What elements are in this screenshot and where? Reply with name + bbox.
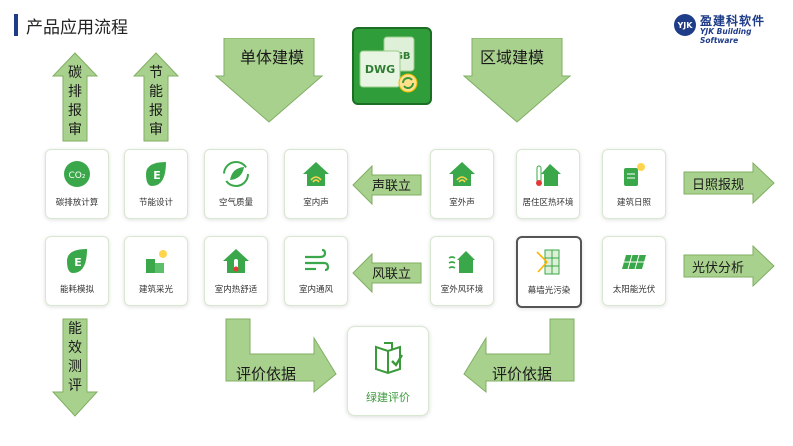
wind-link-label: 风联立	[372, 267, 412, 282]
energy-eval-label: 能效测评	[68, 321, 82, 394]
card-indoor-ventilation[interactable]: 室内通风	[284, 236, 348, 306]
card-outdoor-wind[interactable]: 室外风环境	[430, 236, 494, 306]
curtain-wall-icon	[536, 249, 560, 275]
energy-e-icon: E	[67, 249, 87, 273]
solar-panel-icon	[622, 254, 646, 270]
card-carbon-calc[interactable]: CO₂ 碳排放计算	[45, 149, 109, 219]
logo-name-en: YJK Building Software	[700, 27, 752, 45]
card-label: 室内通风	[298, 285, 333, 295]
wind-house-icon	[448, 251, 475, 273]
brand-logo: YJK 盈建科软件 YJK Building Software	[674, 12, 784, 45]
sound-link-arrow	[352, 165, 422, 205]
card-label: 室外风环境	[440, 285, 484, 295]
card-label: 碳排放计算	[55, 198, 99, 208]
sound-link-label: 声联立	[372, 179, 412, 194]
card-energy-simulation[interactable]: E 能耗模拟	[45, 236, 109, 306]
building-sun-icon	[146, 250, 167, 273]
single-model-label: 单体建模	[240, 48, 305, 67]
card-indoor-comfort[interactable]: 室内热舒适	[204, 236, 268, 306]
svg-text:E: E	[153, 169, 161, 182]
sunlight-spec-label: 日照报规	[692, 178, 745, 193]
region-model-label: 区域建模	[480, 48, 545, 67]
energy-report-label: 节能报审	[149, 65, 163, 138]
energy-eval-arrow	[52, 318, 98, 418]
logo-badge: YJK	[674, 14, 696, 36]
card-label: 太阳能光伏	[612, 285, 656, 295]
card-outdoor-sound[interactable]: 室外声	[430, 149, 494, 219]
co2-icon: CO₂	[64, 161, 90, 187]
card-air-quality[interactable]: 空气质量	[204, 149, 268, 219]
wind-icon	[305, 248, 330, 272]
card-label: 居住区热环境	[522, 198, 574, 208]
card-label: 建筑日照	[616, 198, 651, 208]
region-model-arrow	[462, 38, 572, 124]
eval-basis-left-label: 评价依据	[236, 365, 297, 383]
card-building-sunlight[interactable]: 建筑日照	[602, 149, 666, 219]
card-label: 室内热舒适	[214, 285, 258, 295]
dwg-ygb-icon: YGB DWG	[352, 27, 432, 105]
thermometer-house-icon	[536, 164, 561, 186]
green-eval-label: 绿建评价	[366, 391, 410, 404]
pv-analysis-arrow	[683, 245, 775, 287]
card-label: 幕墙光污染	[527, 286, 571, 296]
page-title: 产品应用流程	[26, 18, 128, 38]
card-label: 能耗模拟	[59, 285, 94, 295]
card-label: 室内声	[303, 198, 329, 208]
card-daylighting[interactable]: 建筑采光	[124, 236, 188, 306]
eval-basis-right-label: 评价依据	[492, 365, 553, 383]
leaf-icon	[223, 161, 249, 187]
eval-basis-left-arrow	[224, 318, 338, 394]
green-doc-icon	[375, 342, 404, 375]
house-sound-icon	[303, 162, 329, 186]
eval-basis-right-arrow	[462, 318, 576, 394]
card-label: 建筑采光	[138, 285, 173, 295]
card-label: 节能设计	[138, 198, 173, 208]
card-label: 空气质量	[218, 198, 253, 208]
svg-text:E: E	[74, 256, 82, 269]
title-accent-bar	[14, 14, 18, 36]
house-thermo-icon	[223, 249, 249, 273]
sun-doc-icon	[624, 163, 645, 186]
card-residential-thermal[interactable]: 居住区热环境	[516, 149, 580, 219]
card-energy-design[interactable]: E 节能设计	[124, 149, 188, 219]
single-model-arrow	[214, 38, 324, 124]
pv-analysis-label: 光伏分析	[692, 261, 745, 276]
card-label: 室外声	[449, 198, 475, 208]
logo-name-cn: 盈建科软件	[700, 14, 766, 28]
card-green-building-eval[interactable]: 绿建评价	[347, 326, 429, 416]
energy-report-arrow	[133, 52, 179, 142]
card-indoor-sound[interactable]: 室内声	[284, 149, 348, 219]
energy-e-icon: E	[146, 162, 166, 186]
wind-link-arrow	[352, 253, 422, 293]
dwg-text: DWG	[365, 63, 395, 76]
carbon-report-label: 碳排报审	[68, 65, 82, 138]
house-sound-icon	[449, 162, 475, 186]
sunlight-spec-arrow	[683, 162, 775, 204]
card-curtain-wall-glare[interactable]: 幕墙光污染	[516, 236, 582, 308]
carbon-report-arrow	[52, 52, 98, 142]
svg-text:CO₂: CO₂	[69, 171, 86, 181]
card-solar-pv[interactable]: 太阳能光伏	[602, 236, 666, 306]
